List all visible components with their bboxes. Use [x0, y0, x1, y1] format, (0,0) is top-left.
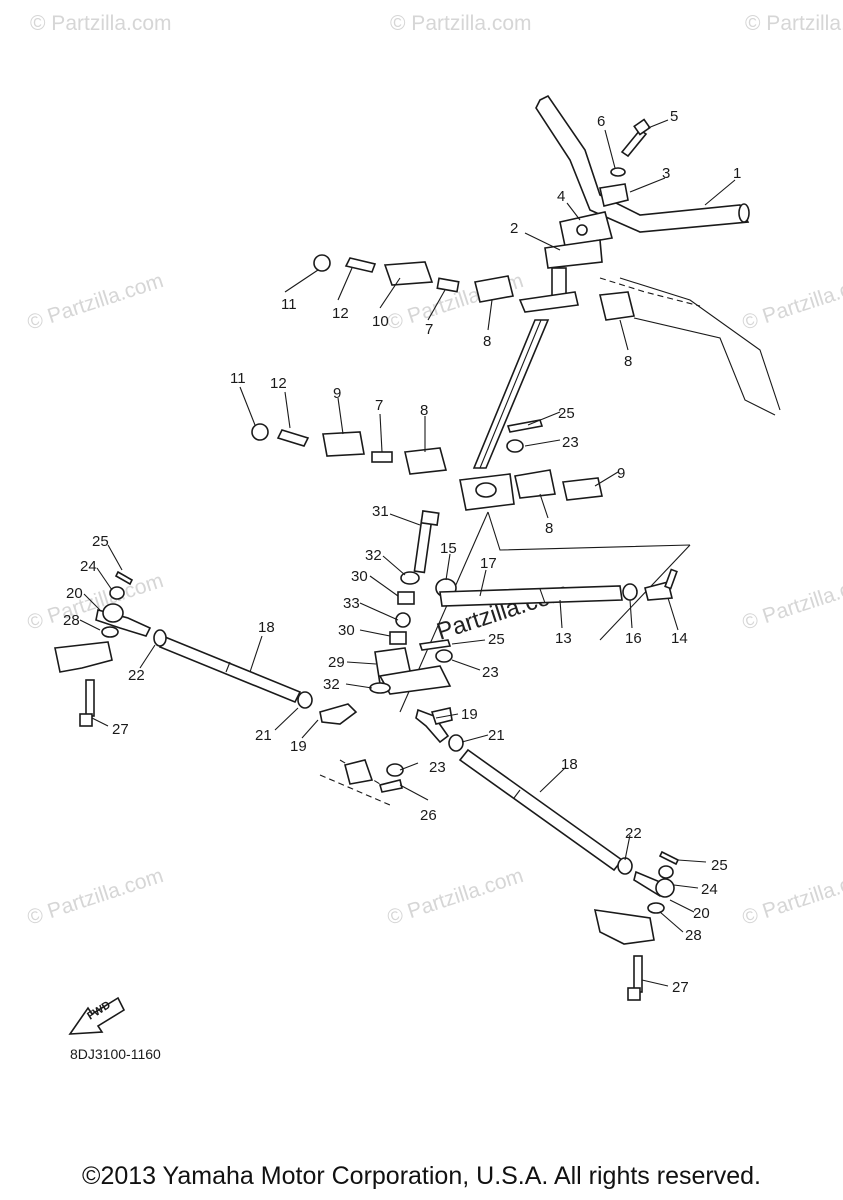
callout-7b: 7	[375, 397, 383, 414]
pitman-assembly	[369, 510, 457, 695]
callout-32a: 32	[365, 547, 382, 564]
callout-20a: 20	[66, 585, 83, 602]
copyright-notice: ©2013 Yamaha Motor Corporation, U.S.A. A…	[82, 1162, 761, 1190]
watermark-text: © Partzilla.com	[739, 864, 843, 930]
figure-code: 8DJ3100-1160	[70, 1046, 161, 1062]
callout-22a: 22	[128, 667, 145, 684]
callout-19b: 19	[461, 706, 478, 723]
center-nuts	[418, 639, 453, 663]
callout-23a: 23	[562, 434, 579, 451]
callout-3: 3	[662, 165, 670, 182]
center-tie-rod	[439, 568, 678, 607]
callout-8b: 8	[624, 353, 632, 370]
callout-32b: 32	[323, 676, 340, 693]
callout-2: 2	[510, 220, 518, 237]
watermark-text: © Partzilla.com	[745, 12, 843, 35]
watermark-text: © Partzilla.com	[384, 864, 526, 930]
watermark-text: © Partzilla.com	[30, 12, 172, 35]
fwd-arrow-icon: FWD	[68, 996, 126, 1035]
callout-10: 10	[372, 313, 389, 330]
callout-1: 1	[733, 165, 741, 182]
callout-17: 17	[480, 555, 497, 572]
callout-33: 33	[343, 595, 360, 612]
callout-18b: 18	[561, 756, 578, 773]
callout-16: 16	[625, 630, 642, 647]
callout-21b: 21	[488, 727, 505, 744]
callout-5: 5	[670, 108, 678, 125]
callout-28a: 28	[63, 612, 80, 629]
callout-4: 4	[557, 188, 565, 205]
callout-9a: 9	[333, 385, 341, 402]
callout-12b: 12	[270, 375, 287, 392]
callout-8a: 8	[483, 333, 491, 350]
callout-25b: 25	[92, 533, 109, 550]
watermark-text: © Partzilla.com	[739, 569, 843, 635]
callout-25d: 25	[711, 857, 728, 874]
right-tie-rod	[344, 707, 680, 1001]
callout-8d: 8	[545, 520, 553, 537]
callout-15: 15	[440, 540, 457, 557]
bolt-5	[610, 118, 651, 177]
middle-linkage	[251, 419, 603, 501]
upper-linkage	[313, 254, 635, 321]
callout-28b: 28	[685, 927, 702, 944]
steering-column	[472, 319, 550, 469]
callout-13: 13	[555, 630, 572, 647]
callout-30b: 30	[338, 622, 355, 639]
callout-19a: 19	[290, 738, 307, 755]
callout-14: 14	[671, 630, 688, 647]
callout-31: 31	[372, 503, 389, 520]
callout-24a: 24	[80, 558, 97, 575]
handlebar	[535, 94, 750, 233]
callout-27b: 27	[672, 979, 689, 996]
callout-29: 29	[328, 654, 345, 671]
watermark-text: © Partzilla.com	[390, 12, 532, 35]
callout-23b: 23	[482, 664, 499, 681]
column-plate	[518, 239, 603, 313]
handlebar-holder-upper	[559, 183, 629, 247]
callout-22b: 22	[625, 825, 642, 842]
watermark-text: © Partzilla.com	[24, 269, 166, 335]
callout-6: 6	[597, 113, 605, 130]
callouts: 1 2 3 4 5 6 7 7 8 8 8 8 9 9 10 11 11 12 …	[63, 108, 741, 996]
callout-24b: 24	[701, 881, 718, 898]
callout-7a: 7	[425, 321, 433, 338]
callout-23c: 23	[429, 759, 446, 776]
watermark-text: © Partzilla.com	[739, 269, 843, 335]
body-outline	[599, 277, 781, 416]
callout-11b: 11	[230, 370, 246, 387]
callout-25a: 25	[558, 405, 575, 422]
callout-11a: 11	[281, 296, 297, 313]
column-lower-plate	[459, 473, 515, 511]
callout-27a: 27	[112, 721, 129, 738]
callout-18a: 18	[258, 619, 275, 636]
watermark-text: © Partzilla.com	[24, 864, 166, 930]
leader-lines	[79, 119, 736, 987]
callout-30a: 30	[351, 568, 368, 585]
callout-12a: 12	[332, 305, 349, 322]
callout-8c: 8	[420, 402, 428, 419]
callout-9b: 9	[617, 465, 625, 482]
callout-25c: 25	[488, 631, 505, 648]
callout-21a: 21	[255, 727, 272, 744]
left-tie-rod	[54, 570, 358, 727]
callout-20b: 20	[693, 905, 710, 922]
callout-26: 26	[420, 807, 437, 824]
